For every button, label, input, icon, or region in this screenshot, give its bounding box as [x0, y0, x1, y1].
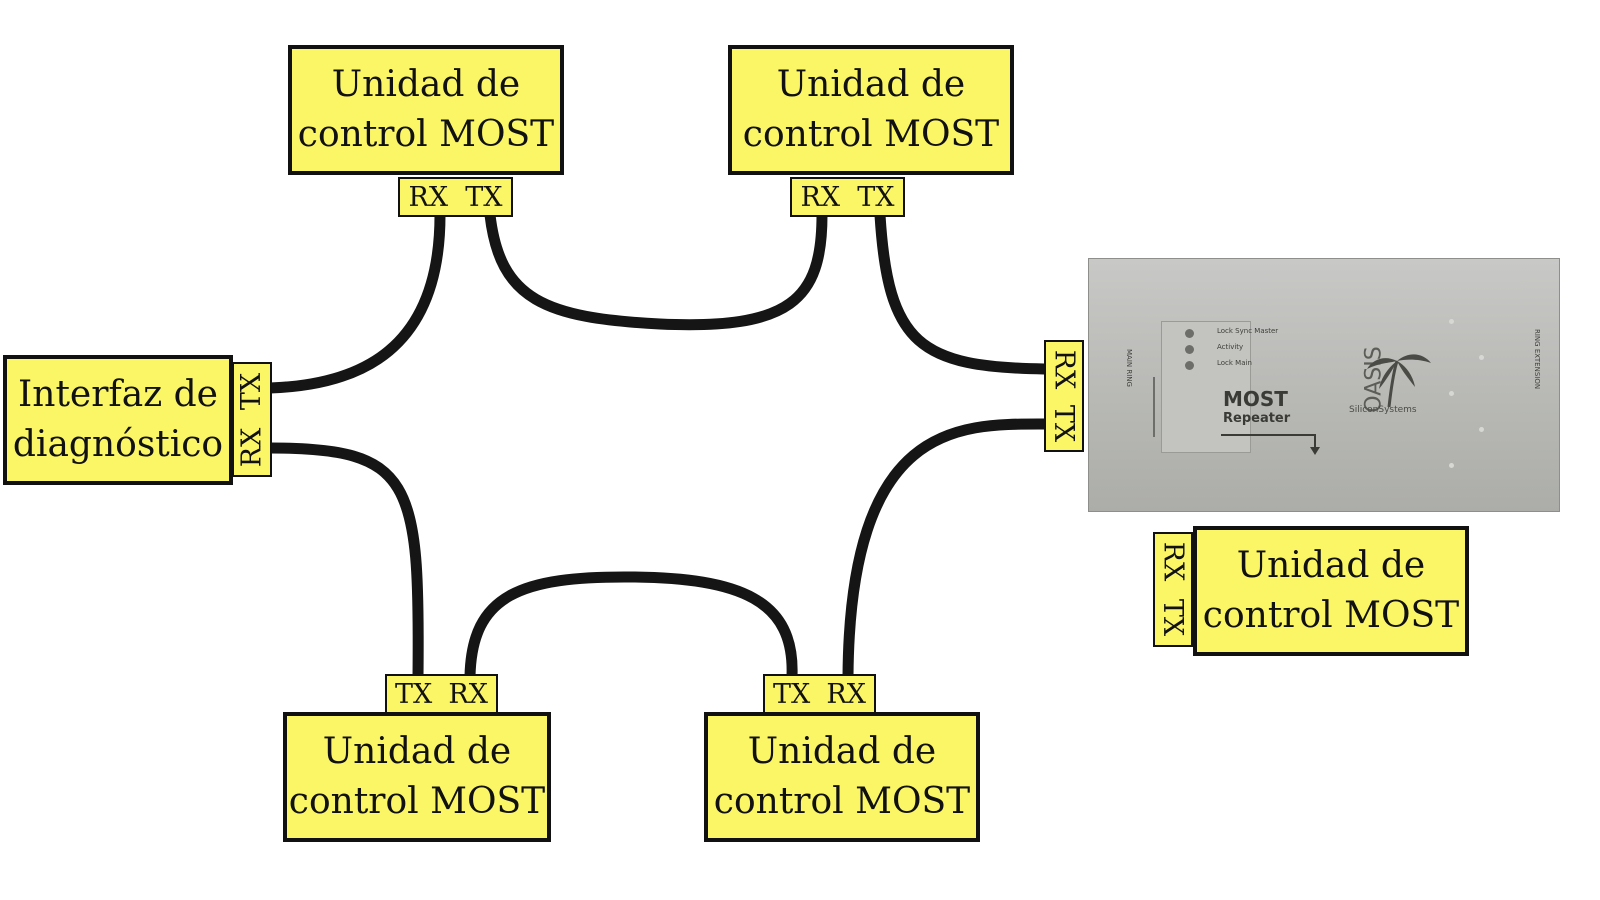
arrow-icon [1221, 434, 1320, 455]
most-control-unit-bottom-left: Unidad de control MOST [283, 712, 551, 842]
port-tx-label: TX [1048, 404, 1080, 442]
port-repeater-main-ring: RX TX [1044, 340, 1084, 452]
diagnostic-interface: Interfaz de diagnóstico [3, 355, 233, 485]
device-led-panel [1161, 321, 1251, 453]
port-diagnostic: RX TX [232, 362, 272, 477]
diagnostic-label-line2: diagnóstico [12, 424, 224, 465]
device-logo-subtext: SiliconSystems [1349, 405, 1417, 415]
port-rx-label: RX [236, 427, 268, 468]
most-control-unit-extension: Unidad de control MOST [1193, 526, 1469, 656]
device-texture-dot [1479, 355, 1484, 360]
device-texture-dot [1449, 463, 1454, 468]
unit-label-line2: control MOST [288, 781, 546, 822]
palm-tree-logo-icon [1367, 354, 1431, 408]
most-repeater-device: MAIN RING Lock Sync Master Activity Lock… [1088, 258, 1560, 512]
cable-top-left-tx-to-top-right-rx [484, 209, 828, 331]
port-top-right: RX TX [790, 177, 905, 217]
port-ring-extension-unit: RX TX [1153, 532, 1193, 647]
port-tx-label: TX [236, 373, 268, 411]
port-tx-label: TX [1157, 598, 1189, 636]
port-rx-label: RX [800, 181, 841, 213]
most-control-unit-top-left: Unidad de control MOST [288, 45, 564, 175]
most-control-unit-bottom-right: Unidad de control MOST [704, 712, 980, 842]
cable-bottom-right-tx-to-bottom-left-rx [464, 571, 798, 682]
port-bottom-right: TX RX [763, 674, 876, 714]
unit-label-line2: control MOST [297, 114, 555, 155]
led-icon [1185, 329, 1194, 338]
led-label: Lock Sync Master [1217, 327, 1279, 335]
port-rx-label: RX [826, 678, 866, 710]
device-ring-extension-label: RING EXTENSION [1533, 329, 1541, 390]
port-rx-label: RX [408, 181, 449, 213]
port-bottom-left: TX RX [385, 674, 498, 714]
unit-label-line1: Unidad de [331, 64, 521, 105]
led-icon [1185, 361, 1194, 370]
device-brand-repeater: Repeater [1223, 411, 1291, 426]
cable-diagnostic-tx-to-top-left-rx [264, 209, 446, 394]
cable-repeater-tx-to-bottom-right-rx [842, 418, 1050, 682]
port-tx-label: TX [857, 181, 895, 213]
port-top-left: RX TX [398, 177, 513, 217]
most-control-unit-top-right: Unidad de control MOST [728, 45, 1014, 175]
port-rx-label: RX [1157, 541, 1189, 582]
cable-top-right-tx-to-repeater-rx [874, 209, 1050, 375]
unit-label-line1: Unidad de [322, 731, 512, 772]
unit-label-line1: Unidad de [776, 64, 966, 105]
unit-label-line2: control MOST [713, 781, 971, 822]
port-rx-label: RX [1048, 349, 1080, 389]
device-texture-dot [1479, 427, 1484, 432]
led-icon [1185, 345, 1194, 354]
cable-bottom-left-tx-to-diagnostic-rx [264, 442, 424, 682]
device-texture-dot [1449, 319, 1454, 324]
port-tx-label: TX [465, 181, 503, 213]
device-main-ring-label: MAIN RING [1125, 349, 1133, 387]
port-rx-label: RX [448, 678, 488, 710]
diagnostic-label-line1: Interfaz de [18, 374, 218, 415]
port-tx-label: TX [773, 678, 811, 710]
led-label: Activity [1217, 343, 1244, 351]
device-divider [1153, 377, 1155, 437]
unit-label-line2: control MOST [742, 114, 1000, 155]
unit-label-line1: Unidad de [747, 731, 937, 772]
device-brand-most: MOST [1223, 387, 1288, 411]
device-texture-dot [1449, 391, 1454, 396]
port-tx-label: TX [395, 678, 433, 710]
led-label: Lock Main [1217, 359, 1252, 367]
unit-label-line1: Unidad de [1236, 545, 1426, 586]
unit-label-line2: control MOST [1202, 595, 1460, 636]
